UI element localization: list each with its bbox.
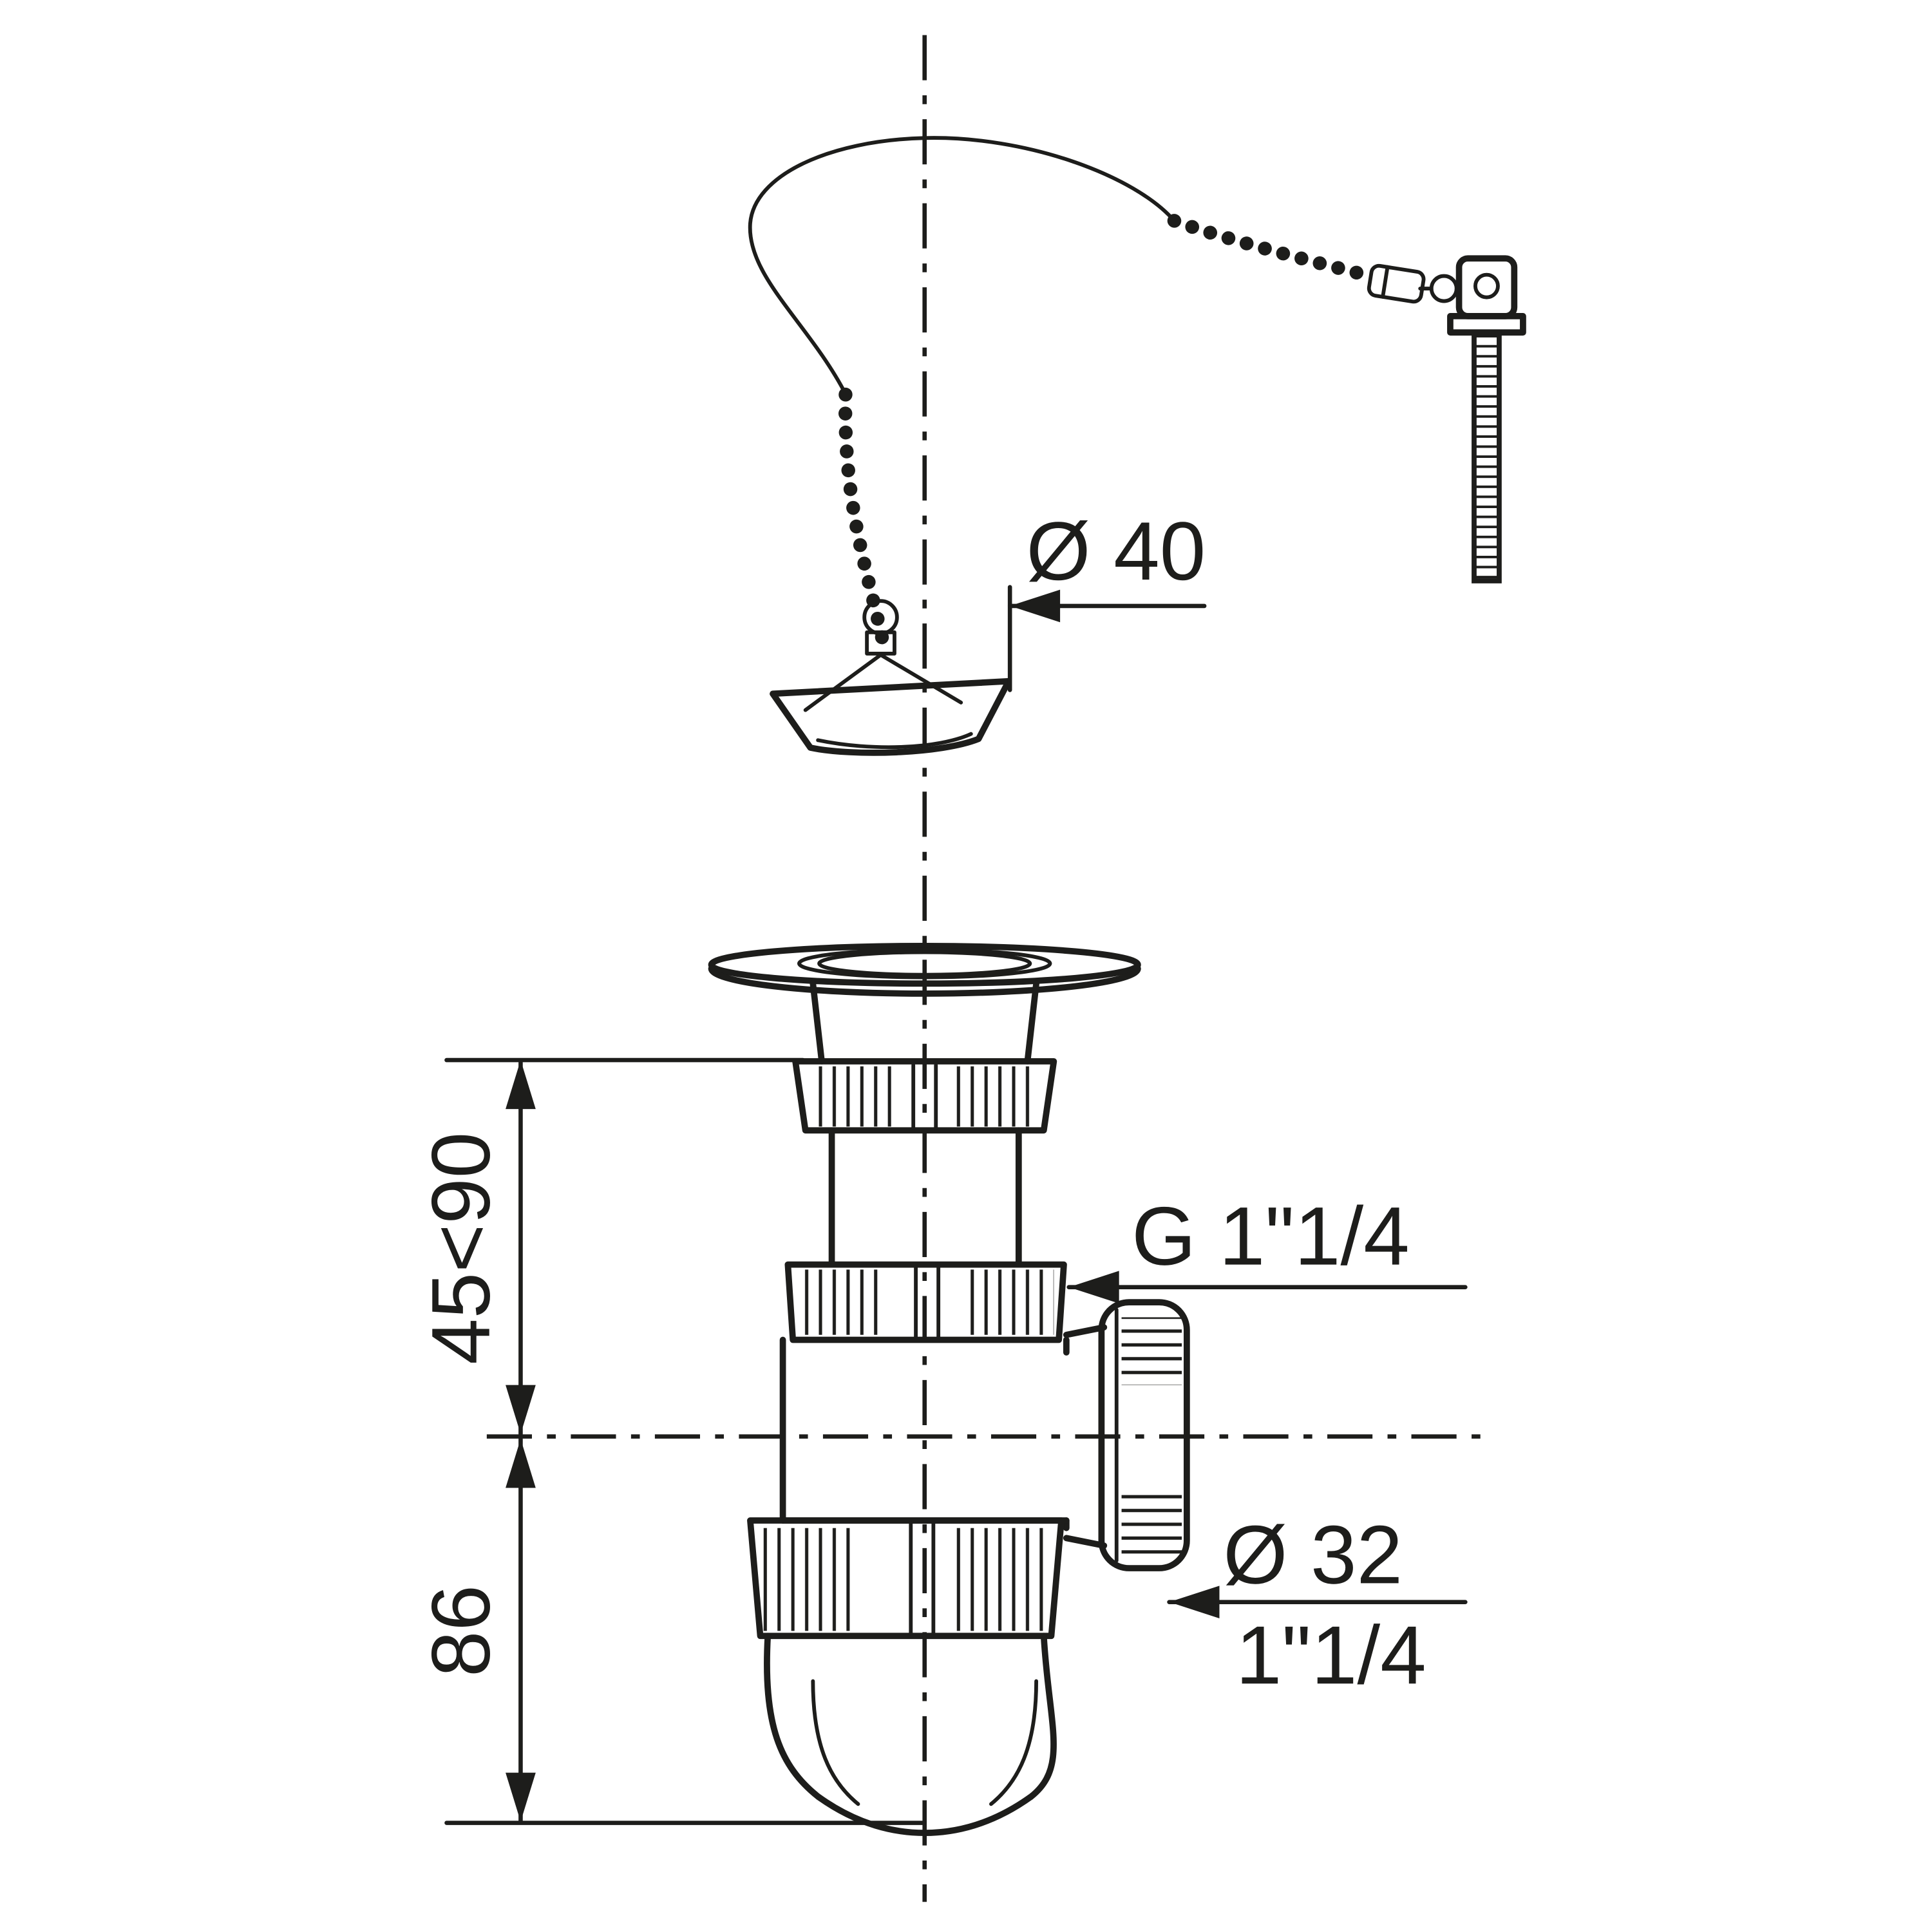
flange-disc-edge	[708, 965, 1141, 997]
plug-stopper	[770, 599, 1012, 756]
flange-opening-outer	[797, 947, 1052, 980]
centerlines	[486, 35, 1493, 1902]
lower-nut-ribs-right	[948, 1528, 1044, 1631]
arrowhead-down	[506, 1772, 536, 1822]
outlet-thread-label: 1"1/4	[1236, 1609, 1426, 1701]
chain-beads-right	[1167, 214, 1377, 283]
chain-stay-screw	[1447, 255, 1526, 583]
bottom-cup-highlights	[811, 1679, 1039, 1806]
plug-bottom-rim	[816, 732, 973, 750]
arrowhead-up	[506, 1060, 536, 1110]
arrowhead-left	[1010, 589, 1061, 623]
lower-nut	[747, 1517, 1065, 1640]
outlet-nut-ribs-top	[1121, 1317, 1182, 1385]
dim-outlet: Ø 32 1"1/4	[1167, 1509, 1468, 1701]
upper-nut-center-lines	[914, 1265, 941, 1340]
arrowhead-left	[1068, 1271, 1119, 1304]
backnut-center-lines	[911, 1063, 938, 1130]
stay-threaded-rod	[1472, 330, 1502, 583]
backnut-ribs-right	[948, 1066, 1039, 1127]
plug-body	[770, 677, 1012, 756]
upper-nut-ribs-left	[800, 1269, 886, 1335]
flange-backnut	[792, 1058, 1057, 1134]
dim-inlet-thread: G 1"1/4	[1066, 1191, 1468, 1304]
tailpipe	[828, 1127, 1022, 1268]
inlet-thread-label: G 1"1/4	[1132, 1191, 1410, 1283]
adjustable-height-label: 45<90	[415, 1132, 507, 1365]
upper-nut	[784, 1261, 1067, 1343]
chain-beads-left	[838, 386, 889, 645]
arrowhead-left	[1169, 1586, 1220, 1618]
dim-adjustable-height: 45<90	[415, 1057, 806, 1436]
body-height-label: 86	[415, 1585, 507, 1677]
plug-and-chain	[748, 136, 1526, 756]
flange-cup-sides	[810, 980, 1039, 1065]
outlet-nut	[1098, 1299, 1190, 1571]
dimensions: 45<90 86 Ø 40 G 1"1/4 Ø 32 1"	[415, 506, 1468, 1825]
bottom-cup	[764, 1633, 1057, 1836]
flange-disc	[708, 942, 1141, 987]
side-outlet	[1063, 1299, 1190, 1571]
arrowhead-down	[506, 1385, 536, 1434]
outlet-nut-ribs-bottom	[1121, 1488, 1182, 1556]
upper-nut-ribs-right	[968, 1269, 1054, 1335]
lower-nut-ribs-left	[762, 1528, 858, 1631]
waste-flange-assembly	[708, 942, 1141, 1268]
stay-hole	[1473, 272, 1500, 299]
backnut-ribs-left	[810, 1066, 901, 1127]
flange-opening-inner	[817, 950, 1032, 977]
outlet-neck	[1063, 1324, 1108, 1549]
plug-bail	[803, 652, 963, 712]
plug-diameter-label: Ø 40	[1027, 506, 1206, 598]
trap-body	[747, 1261, 1070, 1836]
dim-plug-diameter: Ø 40	[1007, 506, 1207, 692]
arrowhead-up	[506, 1439, 536, 1488]
connector-detail	[1381, 265, 1390, 299]
dim-body-height: 86	[415, 1437, 927, 1825]
outlet-diameter-label: Ø 32	[1223, 1509, 1403, 1601]
lower-nut-center-lines	[909, 1521, 936, 1636]
chain-curve	[748, 136, 1177, 396]
